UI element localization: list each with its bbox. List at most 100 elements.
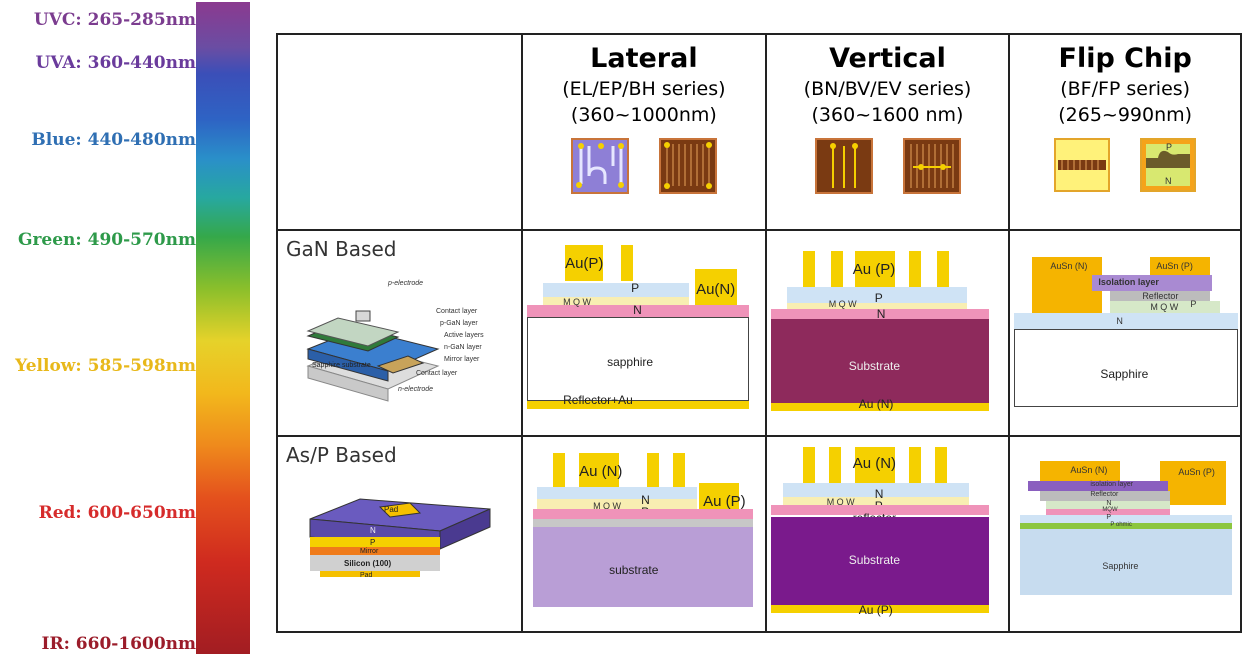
electrode-finger: [830, 251, 843, 287]
label-reflector: Reflector: [1090, 491, 1119, 498]
layer-p: [786, 287, 967, 303]
label-mqw: M Q W: [1150, 302, 1179, 312]
layer-substrate: [770, 319, 989, 403]
label-p: P: [1190, 299, 1197, 309]
label-sapphire: Sapphire: [1102, 561, 1139, 571]
label-sapphire: Sapphire: [1100, 367, 1149, 381]
electrode-finger: [908, 447, 921, 483]
column-header-flip-chip: Flip Chip (BF/FP series) (265~990nm) P N: [1008, 33, 1242, 231]
label-substrate: Substrate: [848, 359, 901, 373]
asp-lateral-structure: Au (N) Au (P) M Q W N P reflector substr…: [521, 435, 767, 633]
label-sapphire: sapphire: [607, 355, 654, 369]
electrode-n: [695, 269, 738, 309]
label-p-gan: p-GaN layer: [440, 320, 478, 327]
ausn-p-bump: [1160, 461, 1227, 505]
electrode-p: [565, 245, 604, 281]
electrode-finger: [828, 447, 841, 483]
label-silicon: Silicon (100): [344, 559, 391, 568]
column-series: (BF/FP series): [1060, 78, 1191, 100]
label-n: N: [641, 493, 650, 507]
column-header-lateral: Lateral (EL/EP/BH series) (360~1000nm): [521, 33, 767, 231]
header-empty-cell: [275, 33, 524, 231]
electrode-n-pad: [579, 453, 620, 487]
layer-n: [782, 483, 969, 497]
label-au-p: Au (P): [858, 603, 893, 617]
chip-structure-table: Lateral (EL/EP/BH series) (360~1000nm): [275, 33, 1242, 633]
layer-substrate: [770, 517, 989, 605]
layer-p: [543, 283, 690, 297]
label-contact-layer-2: Contact layer: [416, 370, 458, 377]
label-n: N: [1106, 500, 1112, 507]
label-ausn-p: AuSn (P): [1178, 467, 1215, 477]
layer-mqw: [782, 497, 969, 505]
row-asp-based: As/P Based Pad N P Mirror Silicon (100) …: [275, 435, 524, 633]
electrode-finger: [936, 251, 949, 287]
label-n-electrode: n-electrode: [398, 386, 433, 393]
label-sapphire-substrate: Sapphire substrate: [312, 362, 371, 369]
column-title: Flip Chip: [1058, 43, 1192, 74]
label-p: P: [1106, 514, 1111, 521]
label-n: N: [1116, 316, 1123, 326]
layer-n: [770, 309, 989, 319]
label-n: N: [874, 487, 884, 501]
electrode-finger: [647, 453, 660, 487]
label-p: P: [370, 538, 375, 547]
layer-n: [537, 487, 698, 499]
label-pad-bottom: Pad: [360, 572, 373, 579]
gan-led-illustration: p-electrode Contact layer p-GaN layer Ac…: [306, 280, 484, 402]
sapphire-layer: [1014, 329, 1239, 407]
label-p: P: [631, 281, 640, 295]
label-reflector: Reflector: [1142, 291, 1179, 301]
layer-mqw: [543, 297, 690, 305]
spectrum-label-yellow: Yellow: 585-598nm: [15, 356, 196, 376]
electrode-finger: [934, 447, 947, 483]
label-ausn-n: AuSn (N): [1070, 465, 1108, 475]
column-range: (360~1000nm): [570, 104, 717, 126]
row-label: As/P Based: [286, 443, 397, 467]
layer-reflector-metal: [533, 519, 754, 527]
layer-mqw: [537, 499, 698, 509]
label-pad: Pad: [384, 505, 398, 514]
gan-flip-chip-structure: AuSn (N) AuSn (P) Isolation layer Reflec…: [1008, 229, 1242, 437]
mqw-layer: [1046, 509, 1171, 515]
column-range: (265~990nm): [1058, 104, 1193, 126]
label-mqw: M Q W: [593, 501, 622, 511]
label-n-gan: n-GaN layer: [444, 344, 482, 351]
electrode-n-pad: [854, 447, 895, 483]
label-active-layers: Active layers: [444, 332, 484, 339]
row-gan-based: GaN Based p-electrode Contact layer p-Ga…: [275, 229, 524, 437]
asp-flip-chip-structure: AuSn (N) AuSn (P) isolation layer Reflec…: [1008, 435, 1242, 633]
spectrum-label-ir: IR: 660-1600nm: [41, 634, 196, 654]
asp-led-illustration: Pad N P Mirror Silicon (100) Pad: [309, 498, 491, 579]
layer-substrate: [533, 527, 754, 607]
label-mqw: M Q W: [563, 297, 592, 307]
label-mqw: MQW: [1102, 507, 1118, 513]
gan-lateral-structure: Au(P) Au(N) P M Q W N sapphire Reflector…: [521, 229, 767, 437]
ausn-n-bump: [1040, 461, 1121, 481]
layer-au-p: [770, 605, 989, 613]
ausn-n-bump: [1032, 257, 1103, 315]
spectrum-label-red: Red: 600-650nm: [38, 503, 196, 523]
sapphire-layer: [1020, 529, 1233, 595]
vertical-chip-icon-1: [814, 138, 873, 194]
layer-reflector: [770, 505, 989, 515]
spectrum-label-uva: UVA: 360-440nm: [35, 53, 196, 73]
label-n: N: [876, 307, 886, 321]
column-series: (BN/BV/EV series): [803, 78, 972, 100]
flip-chip-icon-1: [1054, 138, 1111, 192]
svg-text:N: N: [1165, 176, 1172, 186]
mqw-layer: [1110, 301, 1221, 313]
column-title: Lateral: [590, 43, 698, 74]
label-mqw: M Q W: [826, 497, 855, 507]
label-reflector-au: Reflector+Au: [563, 393, 633, 407]
spectrum-label-green: Green: 490-570nm: [17, 230, 196, 250]
label-au-n: Au(N): [696, 281, 736, 298]
label-mirror: Mirror: [360, 548, 379, 555]
n-layer: [1014, 313, 1239, 329]
lateral-chip-icon-2: [658, 138, 717, 194]
label-ausn-p: AuSn (P): [1156, 261, 1193, 271]
label-p-electrode: p-electrode: [387, 280, 423, 287]
label-au-n: Au (N): [858, 397, 894, 411]
label-n: N: [633, 303, 642, 317]
isolation-layer: [1028, 481, 1169, 491]
